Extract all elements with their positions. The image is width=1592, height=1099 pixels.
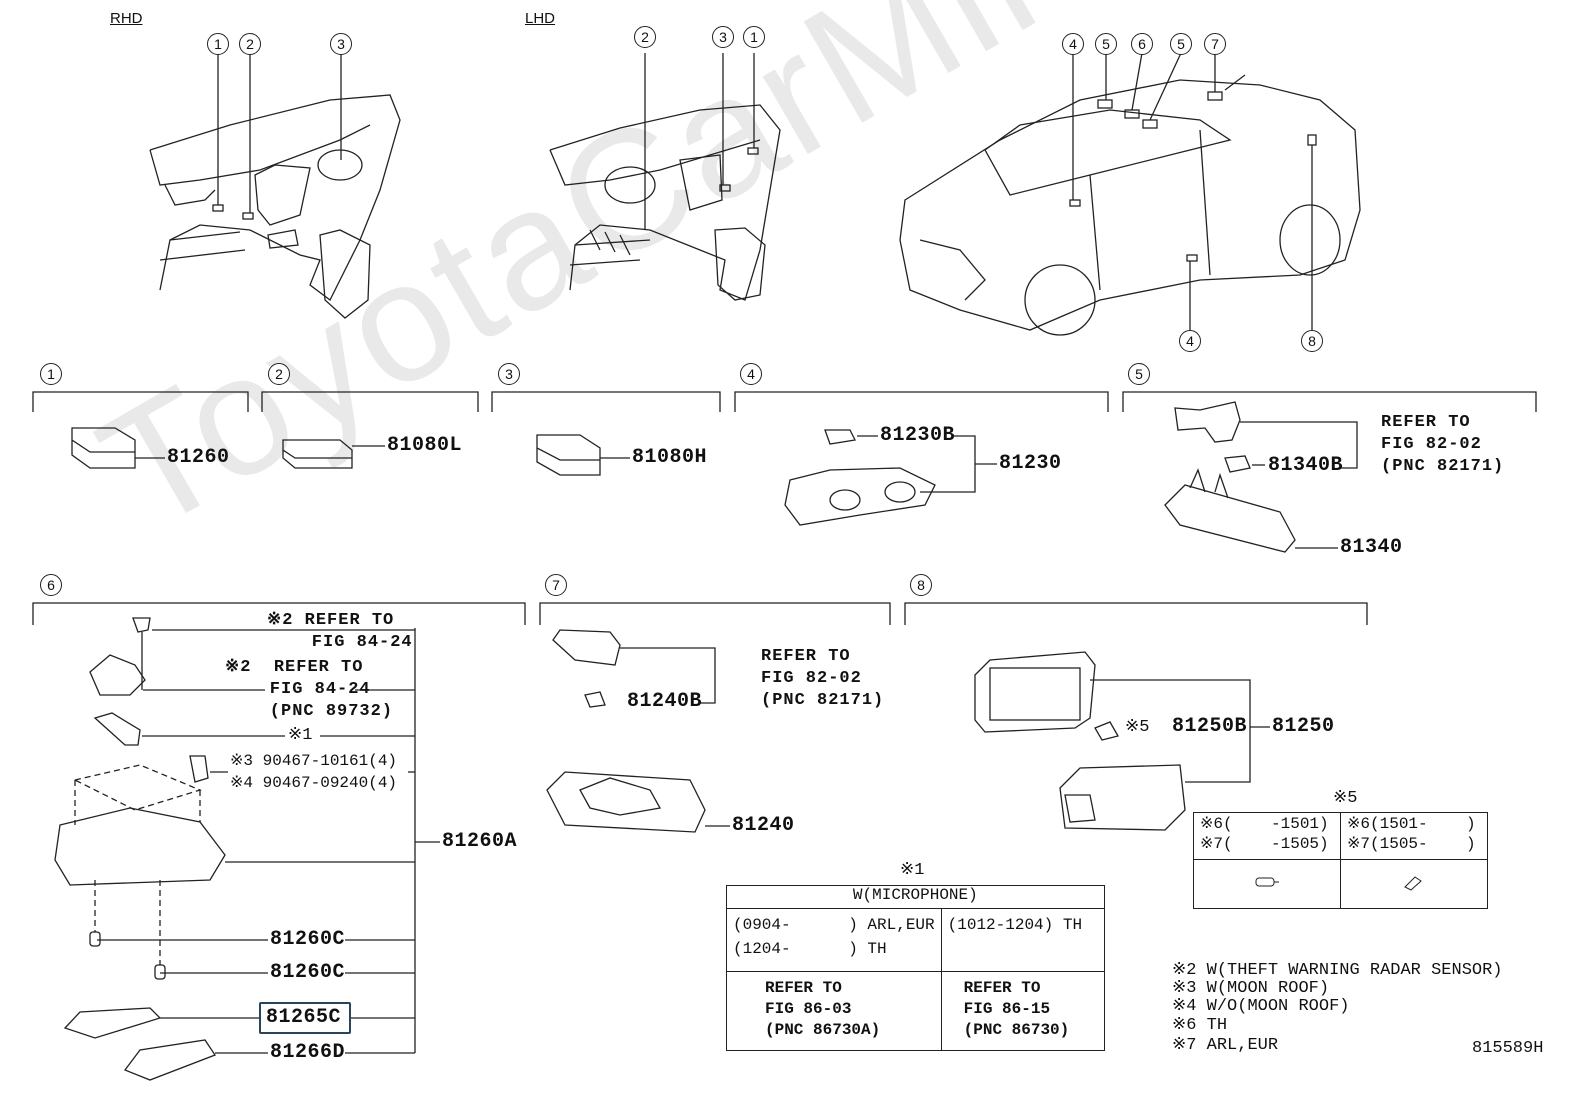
table5-right: ※6(1501- ) ※7(1505- ): [1340, 812, 1488, 860]
part-81260: 81260: [167, 446, 230, 469]
bulb-icon: [1404, 875, 1422, 891]
lhd-dashboard-illustration: [549, 104, 781, 301]
table1-right-ref: REFER TO FIG 86-15 (PNC 86730): [940, 971, 1105, 1051]
callout-car-6: 6: [1131, 33, 1153, 55]
group6-note-1: ※1: [288, 726, 313, 745]
rhd-title: RHD: [110, 10, 143, 27]
note-4: ※4 W/O(MOON ROOF): [1172, 997, 1350, 1016]
callout-lhd-2: 2: [634, 26, 656, 48]
callout-car-4: 4: [1062, 33, 1084, 55]
highlight-box: [259, 1002, 351, 1034]
callout-rhd-1: 1: [207, 33, 229, 55]
group-num-6: 6: [40, 574, 62, 596]
callout-rhd-3: 3: [330, 33, 352, 55]
group-num-5: 5: [1128, 363, 1150, 385]
rhd-dashboard-illustration: [149, 94, 401, 319]
callout-car-5b: 5: [1170, 33, 1192, 55]
part-81265C-highlighted[interactable]: 81265C: [266, 1006, 342, 1029]
group-num-3: 3: [498, 363, 520, 385]
part-81260C-a: 81260C: [270, 928, 346, 951]
callout-car-8: 8: [1301, 330, 1323, 352]
table5-left: ※6( -1501) ※7( -1505): [1193, 812, 1341, 860]
table1-header: W(MICROPHONE): [726, 885, 1105, 909]
part-81260C-b: 81260C: [270, 961, 346, 984]
group-num-2: 2: [268, 363, 290, 385]
part-81080H: 81080H: [632, 446, 708, 469]
part-81230B: 81230B: [880, 424, 956, 447]
callout-car-5a: 5: [1095, 33, 1117, 55]
group-num-1: 1: [40, 363, 62, 385]
callout-lhd-1: 1: [743, 26, 765, 48]
figure-id: 815589H: [1472, 1039, 1544, 1058]
table1-right-range: (1012-1204) TH: [940, 908, 1105, 972]
table5-bulb-left: [1193, 859, 1341, 909]
group6-refer-theft-2: ※2 REFER TO FIG 84-24 (PNC 89732): [225, 658, 394, 721]
group7-refer-note: REFER TO FIG 82-02 (PNC 82171): [761, 647, 885, 710]
table1-left-ranges: (0904- ) ARL,EUR (1204- ) TH: [726, 908, 942, 972]
callout-lhd-3: 3: [712, 26, 734, 48]
table5-bulb-right: [1340, 859, 1488, 909]
part-81240B: 81240B: [627, 690, 703, 713]
table1-left-ref: REFER TO FIG 86-03 (PNC 86730A): [726, 971, 942, 1051]
part-81080L: 81080L: [387, 434, 463, 457]
note-2: ※2 W(THEFT WARNING RADAR SENSOR): [1172, 961, 1503, 980]
callout-rhd-2: 2: [239, 33, 261, 55]
part-81266D: 81266D: [270, 1041, 346, 1064]
part-81250B: 81250B: [1172, 715, 1248, 738]
part-81340B: 81340B: [1268, 454, 1344, 477]
lhd-title: LHD: [525, 10, 556, 27]
group-num-4: 4: [740, 363, 762, 385]
note-3: ※3 W(MOON ROOF): [1172, 979, 1330, 998]
part-81260A: 81260A: [442, 830, 518, 853]
group5-refer-note: REFER TO FIG 82-02 (PNC 82171): [1381, 413, 1505, 476]
group6-screws: ※3 90467-10161(4) ※4 90467-09240(4): [230, 752, 398, 792]
note-6: ※6 TH: [1172, 1016, 1228, 1035]
table5: ※6( -1501) ※7( -1505) ※6(1501- ) ※7(1505…: [1193, 812, 1488, 909]
callout-car-4b: 4: [1179, 330, 1201, 352]
group-num-7: 7: [545, 574, 567, 596]
callout-car-7: 7: [1204, 33, 1226, 55]
table1-caption: ※1: [900, 861, 925, 880]
group-num-8: 8: [910, 574, 932, 596]
car-illustration: [899, 74, 1361, 336]
part-81240: 81240: [732, 814, 795, 837]
group6-refer-theft-1: ※2 REFER TO FIG 84-24: [267, 611, 413, 652]
group8-note-5: ※5: [1125, 718, 1150, 737]
part-81250: 81250: [1272, 715, 1335, 738]
note-7: ※7 ARL,EUR: [1172, 1036, 1279, 1055]
bulb-icon: [1255, 877, 1279, 886]
part-81340: 81340: [1340, 536, 1403, 559]
part-81230: 81230: [999, 452, 1062, 475]
table1: W(MICROPHONE) (0904- ) ARL,EUR (1204- ) …: [726, 885, 1105, 1051]
table5-caption: ※5: [1333, 789, 1358, 808]
